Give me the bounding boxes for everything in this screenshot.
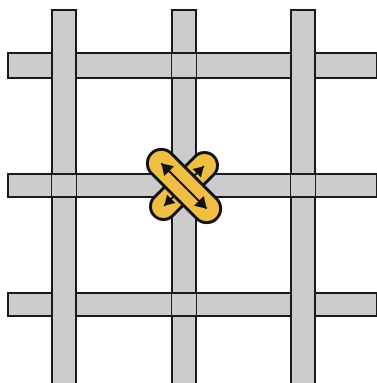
overpass-r2-c3 bbox=[291, 174, 315, 197]
overpass-r2-c1 bbox=[52, 174, 76, 197]
overpass-r3-c2 bbox=[172, 293, 196, 316]
overpass-r1-c2 bbox=[172, 53, 196, 78]
